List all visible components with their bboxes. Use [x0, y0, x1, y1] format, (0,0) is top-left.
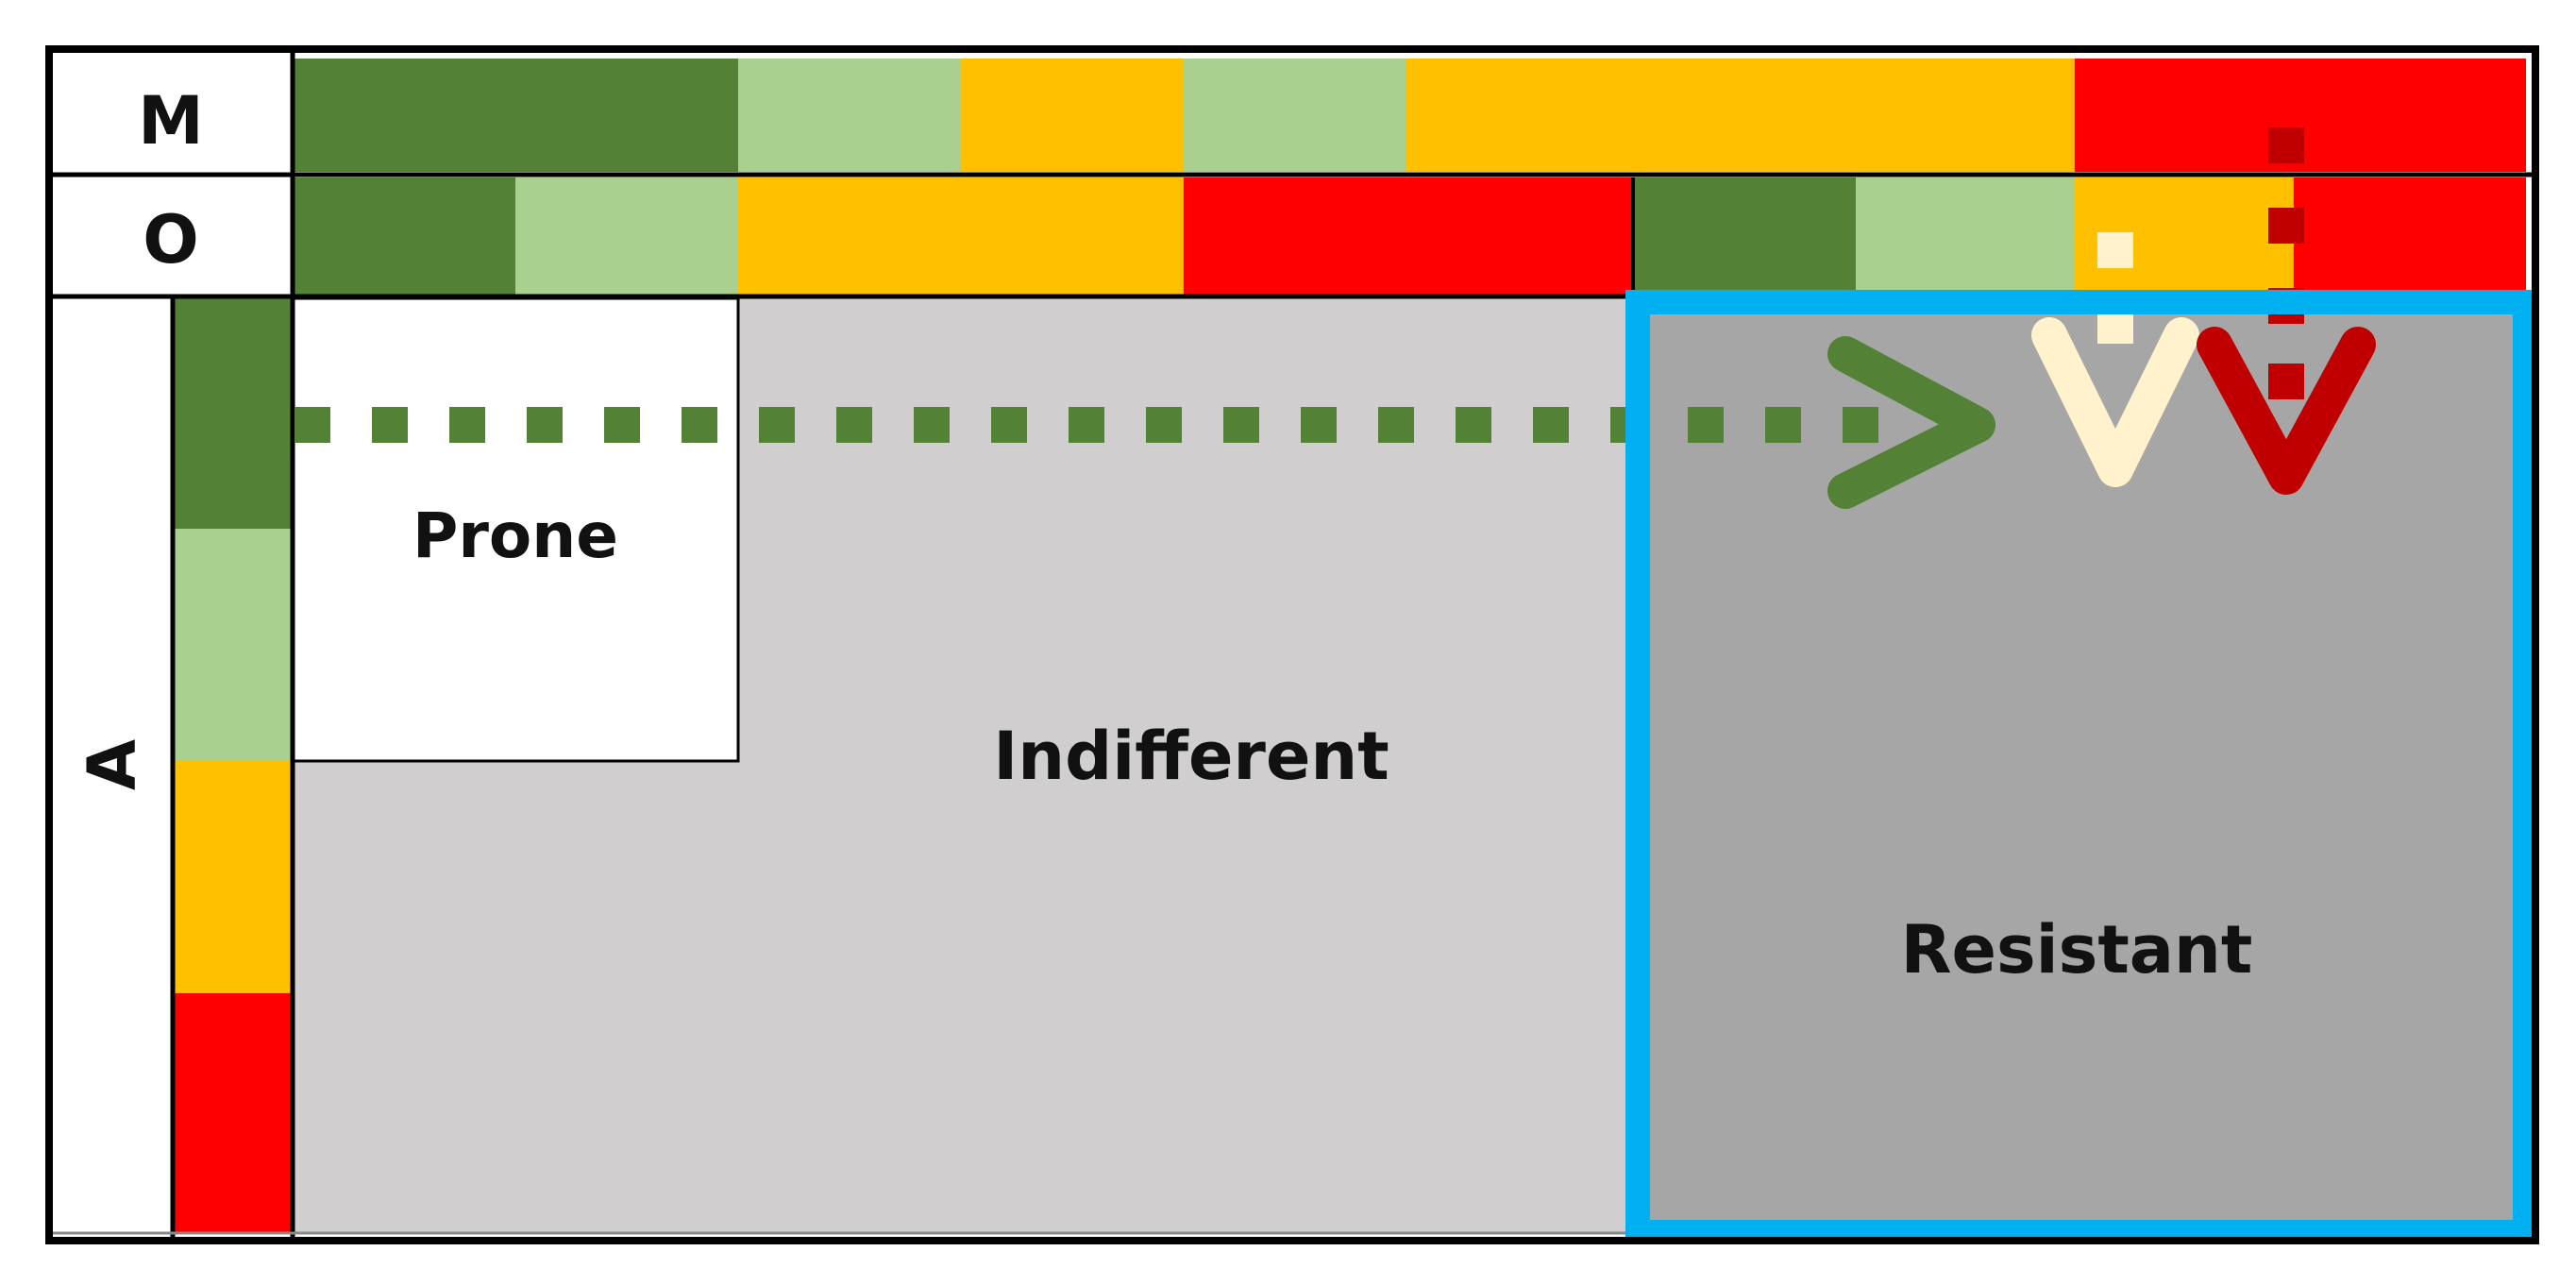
o-seg-3	[738, 178, 1184, 295]
m-seg-1	[293, 59, 738, 172]
m-arrow-dot-4	[2268, 364, 2304, 399]
m-seg-4	[1184, 59, 1406, 172]
a-seg-2	[173, 529, 293, 761]
m-row: M	[138, 59, 2526, 172]
m-row-label: M	[138, 82, 204, 160]
o-row: O	[143, 178, 2526, 295]
resistant-region	[1633, 298, 2526, 1233]
a-seg-4	[173, 993, 293, 1233]
o-seg-2	[515, 178, 738, 295]
frame-border	[45, 45, 2539, 1244]
a-seg-3	[173, 761, 293, 993]
a-arrow	[295, 336, 1995, 509]
prone-label: Prone	[412, 499, 618, 572]
o-seg-5	[1633, 178, 1856, 295]
a-arrow-head	[1827, 336, 1995, 509]
m-seg-5	[1406, 59, 2075, 172]
o-seg-8	[2294, 178, 2526, 295]
m-arrow-dot-1	[2268, 127, 2304, 163]
prone-region	[291, 296, 740, 763]
m-seg-2	[738, 59, 961, 172]
a-seg-1	[173, 298, 293, 529]
m-arrow-head	[2197, 327, 2376, 495]
m-arrow-dot-2	[2268, 208, 2304, 244]
o-seg-6	[1856, 178, 2075, 295]
o-arrow-dot-1	[2097, 232, 2133, 268]
m-seg-3	[961, 59, 1184, 172]
a-column-label: A	[74, 739, 151, 790]
resistant-label: Resistant	[1901, 911, 2253, 989]
m-arrow	[2197, 127, 2376, 495]
a-column: A	[74, 298, 293, 1233]
o-arrow-head	[2031, 317, 2199, 487]
indifferent-label: Indifferent	[993, 718, 1389, 795]
o-seg-1	[293, 178, 515, 295]
o-seg-4	[1184, 178, 1633, 295]
resistant-outline	[1625, 290, 2537, 1244]
o-row-label: O	[143, 201, 199, 279]
